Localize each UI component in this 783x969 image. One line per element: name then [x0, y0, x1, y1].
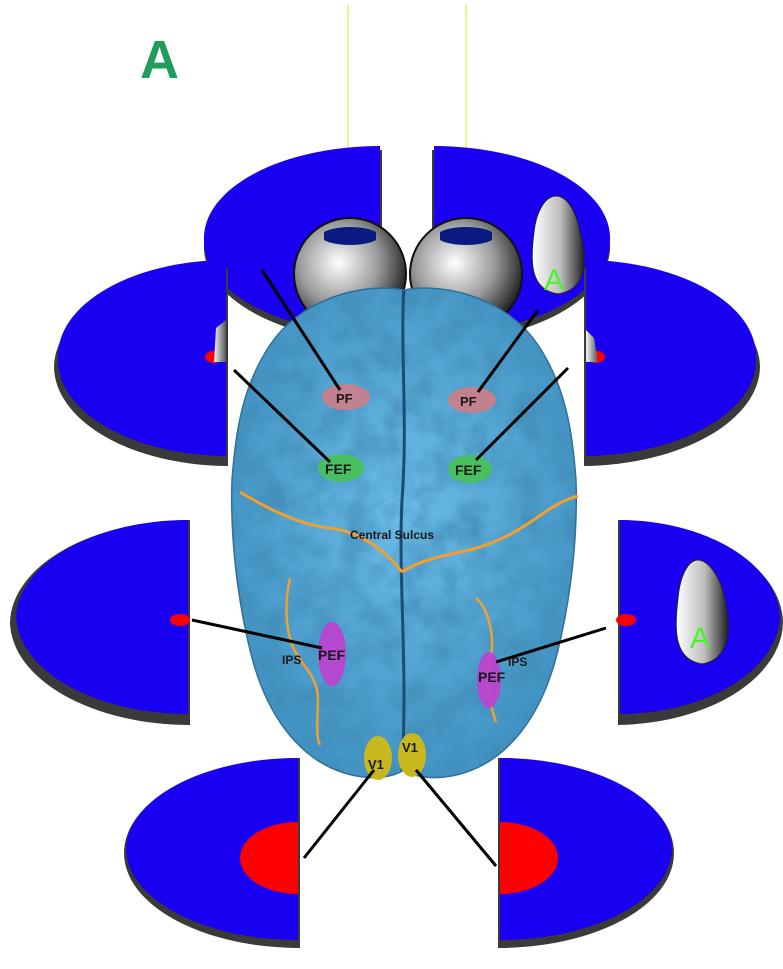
visual-field-v1-right [498, 758, 674, 948]
pef-label-right: PEF [478, 669, 506, 685]
panel-label: A [140, 30, 179, 90]
cone-letter-top: A [544, 264, 564, 297]
visual-field-pef-left [10, 520, 190, 725]
visual-field-fef-left [54, 260, 228, 466]
fef-label-right: FEF [455, 462, 482, 478]
fef-label-left: FEF [325, 461, 352, 477]
pf-label-right: PF [460, 394, 477, 409]
central-sulcus-label: Central Sulcus [350, 528, 434, 542]
ips-label-right: IPS [508, 655, 527, 669]
visual-field-fef-right [584, 260, 760, 466]
ips-label-left: IPS [282, 653, 301, 667]
visual-field-v1-left [124, 758, 300, 948]
v1-label-right: V1 [402, 740, 418, 755]
v1-label-left: V1 [368, 757, 384, 772]
cone-letter-middle: A [690, 622, 710, 655]
pef-label-left: PEF [318, 647, 346, 663]
pf-label-left: PF [336, 391, 353, 406]
